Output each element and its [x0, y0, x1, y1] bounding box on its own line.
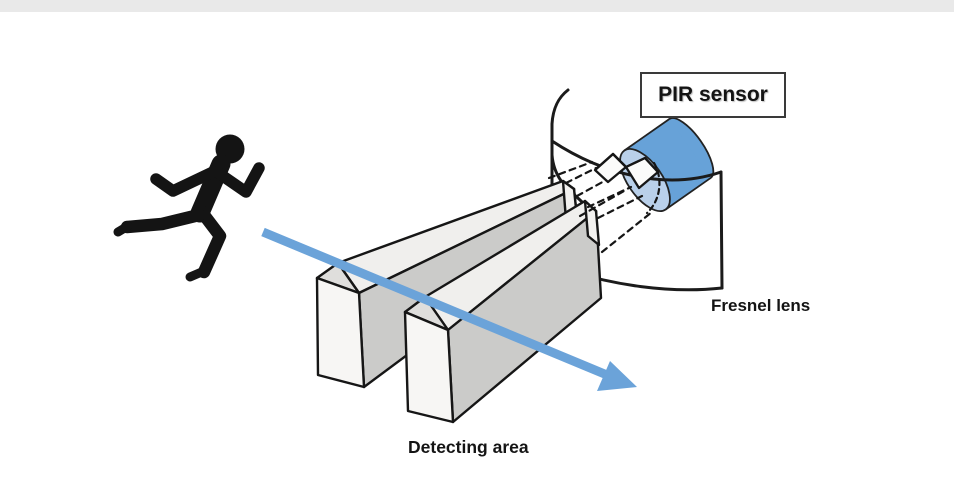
- pir-sensor-label-box: PIR sensor: [640, 72, 786, 118]
- sensor-body: [624, 118, 711, 210]
- pir-sensor-cylinder: [619, 117, 715, 212]
- dashed-edge-2: [564, 166, 598, 185]
- motion-direction-arrow: [261, 227, 637, 391]
- dashed-edge-5: [586, 185, 633, 209]
- arrow-head: [597, 361, 637, 391]
- pir-sensor-label: PIR sensor: [658, 83, 768, 106]
- arrow-shaft: [261, 227, 609, 380]
- hidden-beam-edges-dashed: [547, 160, 661, 254]
- runner-back-leg: [120, 208, 206, 234]
- detection-beams: [315, 179, 603, 424]
- top-border-band: [0, 0, 954, 12]
- fresnel-lens-label: Fresnel lens: [711, 296, 811, 315]
- lens-right-edge: [719, 170, 724, 290]
- beam-tip-zigzag-ridge: [594, 152, 659, 173]
- sensor-body-bottom-edge: [665, 177, 712, 211]
- dashed-edge-4: [578, 189, 626, 218]
- runner-back-arm: [150, 166, 219, 197]
- runner-front-arm: [211, 162, 265, 198]
- dashed-face-arc: [645, 161, 661, 215]
- runner-front-leg: [194, 204, 227, 279]
- beam2-cap-front-face: [403, 310, 455, 424]
- dashed-edge-7: [600, 210, 654, 254]
- runner-front-foot: [185, 266, 209, 282]
- beam1-cap-front-face: [315, 276, 366, 389]
- dashed-edge-3: [575, 177, 610, 198]
- running-person-icon: [113, 134, 265, 282]
- dashed-edge-1: [547, 160, 594, 180]
- detection-beam-lower: [403, 199, 603, 424]
- sensor-body-top-edge: [623, 118, 670, 152]
- lens-sail-corner: [550, 88, 570, 193]
- beam2-end-cut-face: [583, 199, 601, 247]
- beam-tips: [593, 152, 660, 190]
- dashed-edge-6: [596, 194, 644, 220]
- runner-back-foot: [113, 221, 133, 237]
- detecting-area-label: Detecting area: [408, 437, 529, 457]
